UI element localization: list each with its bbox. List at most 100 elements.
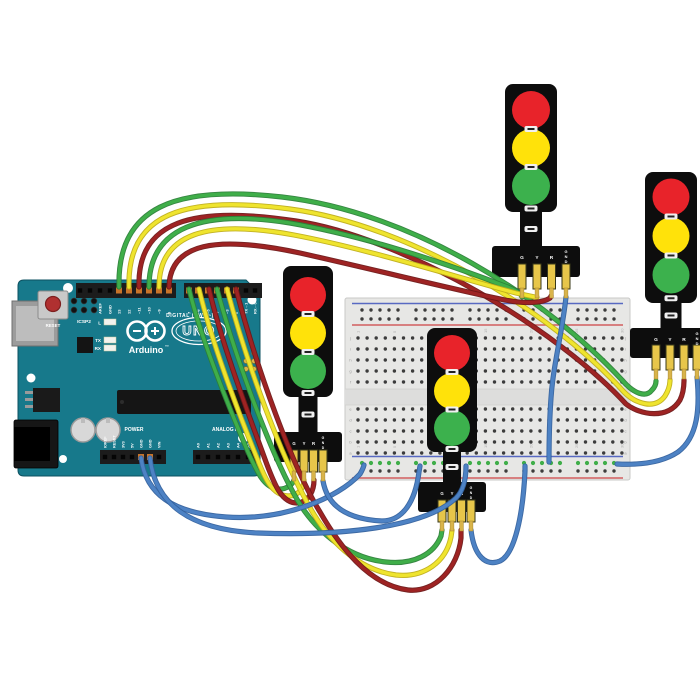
- row-letter: b: [624, 440, 627, 445]
- header-hole[interactable]: [195, 454, 201, 460]
- wire-ferrule: [468, 520, 474, 532]
- row-letter: c: [350, 429, 352, 434]
- grid-hole: [611, 418, 615, 422]
- grid-hole: [538, 358, 542, 362]
- module-mark-bar: [527, 207, 535, 210]
- grid-hole: [520, 347, 524, 351]
- column-number: 1: [356, 330, 361, 333]
- gold-pin: [457, 499, 466, 523]
- grid-hole: [556, 369, 560, 373]
- grid-hole: [520, 369, 524, 373]
- reset-button-cap[interactable]: [44, 295, 62, 313]
- grid-hole: [356, 440, 360, 444]
- header-hole[interactable]: [77, 288, 83, 293]
- yellow-led: [652, 217, 690, 255]
- rail-hole: [585, 469, 589, 473]
- grid-hole: [356, 418, 360, 422]
- yellow-led: [512, 129, 550, 167]
- grid-hole: [383, 407, 387, 411]
- header-hole[interactable]: [111, 454, 117, 460]
- header-hole[interactable]: [252, 288, 258, 293]
- grid-hole: [565, 369, 569, 373]
- red-led: [290, 277, 326, 313]
- pin-label: A0: [197, 443, 201, 448]
- wire-green-d7: [187, 287, 296, 491]
- pin-label: GND: [140, 439, 144, 448]
- rail-hole: [423, 317, 427, 321]
- grid-hole: [501, 347, 506, 351]
- header-hole[interactable]: [129, 454, 135, 460]
- grid-hole: [356, 369, 360, 373]
- ground-rail-connected-hole: [368, 460, 374, 466]
- header-hole[interactable]: [102, 454, 108, 460]
- module-mark-bar: [527, 228, 535, 230]
- ground-rail-connected-hole: [377, 460, 383, 466]
- gnd-letter: N: [696, 336, 699, 341]
- grid-hole: [592, 380, 597, 384]
- header-hole[interactable]: [97, 288, 103, 293]
- row-letter: h: [624, 358, 626, 363]
- ground-rail-connected-hole: [476, 460, 482, 466]
- grid-hole: [492, 358, 497, 362]
- grid-hole: [420, 347, 424, 351]
- grid-hole: [574, 451, 579, 455]
- grid-hole: [538, 336, 542, 340]
- rail-hole: [450, 317, 454, 321]
- header-hole[interactable]: [235, 454, 241, 460]
- header-hole[interactable]: [215, 454, 221, 460]
- wire-ferrule: [681, 368, 687, 380]
- row-letter: a: [349, 451, 352, 456]
- grid-hole: [401, 347, 406, 351]
- led-window: [103, 318, 117, 326]
- grid-hole: [538, 347, 542, 351]
- grid-hole: [574, 407, 579, 411]
- header-hole[interactable]: [120, 454, 126, 460]
- grid-hole: [356, 380, 360, 384]
- grid-hole: [501, 380, 506, 384]
- rail-hole: [585, 308, 589, 312]
- gold-pin: [309, 449, 318, 473]
- grid-hole: [583, 440, 588, 444]
- grid-hole: [611, 347, 615, 351]
- gnd-letter: D: [565, 259, 568, 264]
- module-connector: [492, 246, 580, 277]
- grid-hole: [520, 358, 524, 362]
- pin-label: IOREF: [104, 436, 108, 448]
- grid-hole: [583, 380, 588, 384]
- grid-hole: [365, 418, 369, 422]
- pin-label: A3: [227, 443, 231, 448]
- pin-label: ~11: [137, 307, 142, 314]
- grid-hole: [620, 440, 624, 444]
- header-hole[interactable]: [156, 454, 162, 460]
- grid-hole: [538, 429, 542, 433]
- header-hole[interactable]: [107, 288, 113, 293]
- header-hole[interactable]: [243, 288, 249, 293]
- arduino-logo-text: Arduino: [129, 345, 164, 355]
- grid-hole: [483, 429, 488, 433]
- capacitor-stripe: [81, 418, 85, 423]
- ground-rail-connected-hole: [494, 460, 500, 466]
- grid-hole: [410, 358, 415, 362]
- grid-hole: [401, 429, 406, 433]
- wire-blue-module2gnd: [469, 464, 527, 565]
- grid-hole: [465, 451, 469, 455]
- grid-hole: [592, 418, 597, 422]
- grid-hole: [392, 380, 397, 384]
- rail-hole: [612, 469, 616, 473]
- gnd-letter: G: [695, 331, 698, 336]
- row-letter: i: [625, 347, 626, 352]
- row-letter: a: [624, 451, 627, 456]
- header-hole[interactable]: [205, 454, 211, 460]
- header-hole[interactable]: [225, 454, 231, 460]
- gold-pin: [318, 449, 328, 473]
- red-led: [434, 335, 470, 371]
- grid-hole: [501, 407, 506, 411]
- logo-plus: [154, 327, 156, 335]
- header-hole[interactable]: [87, 288, 93, 293]
- module-mark-bar: [667, 314, 675, 317]
- green-led: [290, 353, 326, 389]
- rail-hole: [612, 317, 616, 321]
- grid-hole: [392, 358, 397, 362]
- pin-label: GND: [108, 305, 113, 314]
